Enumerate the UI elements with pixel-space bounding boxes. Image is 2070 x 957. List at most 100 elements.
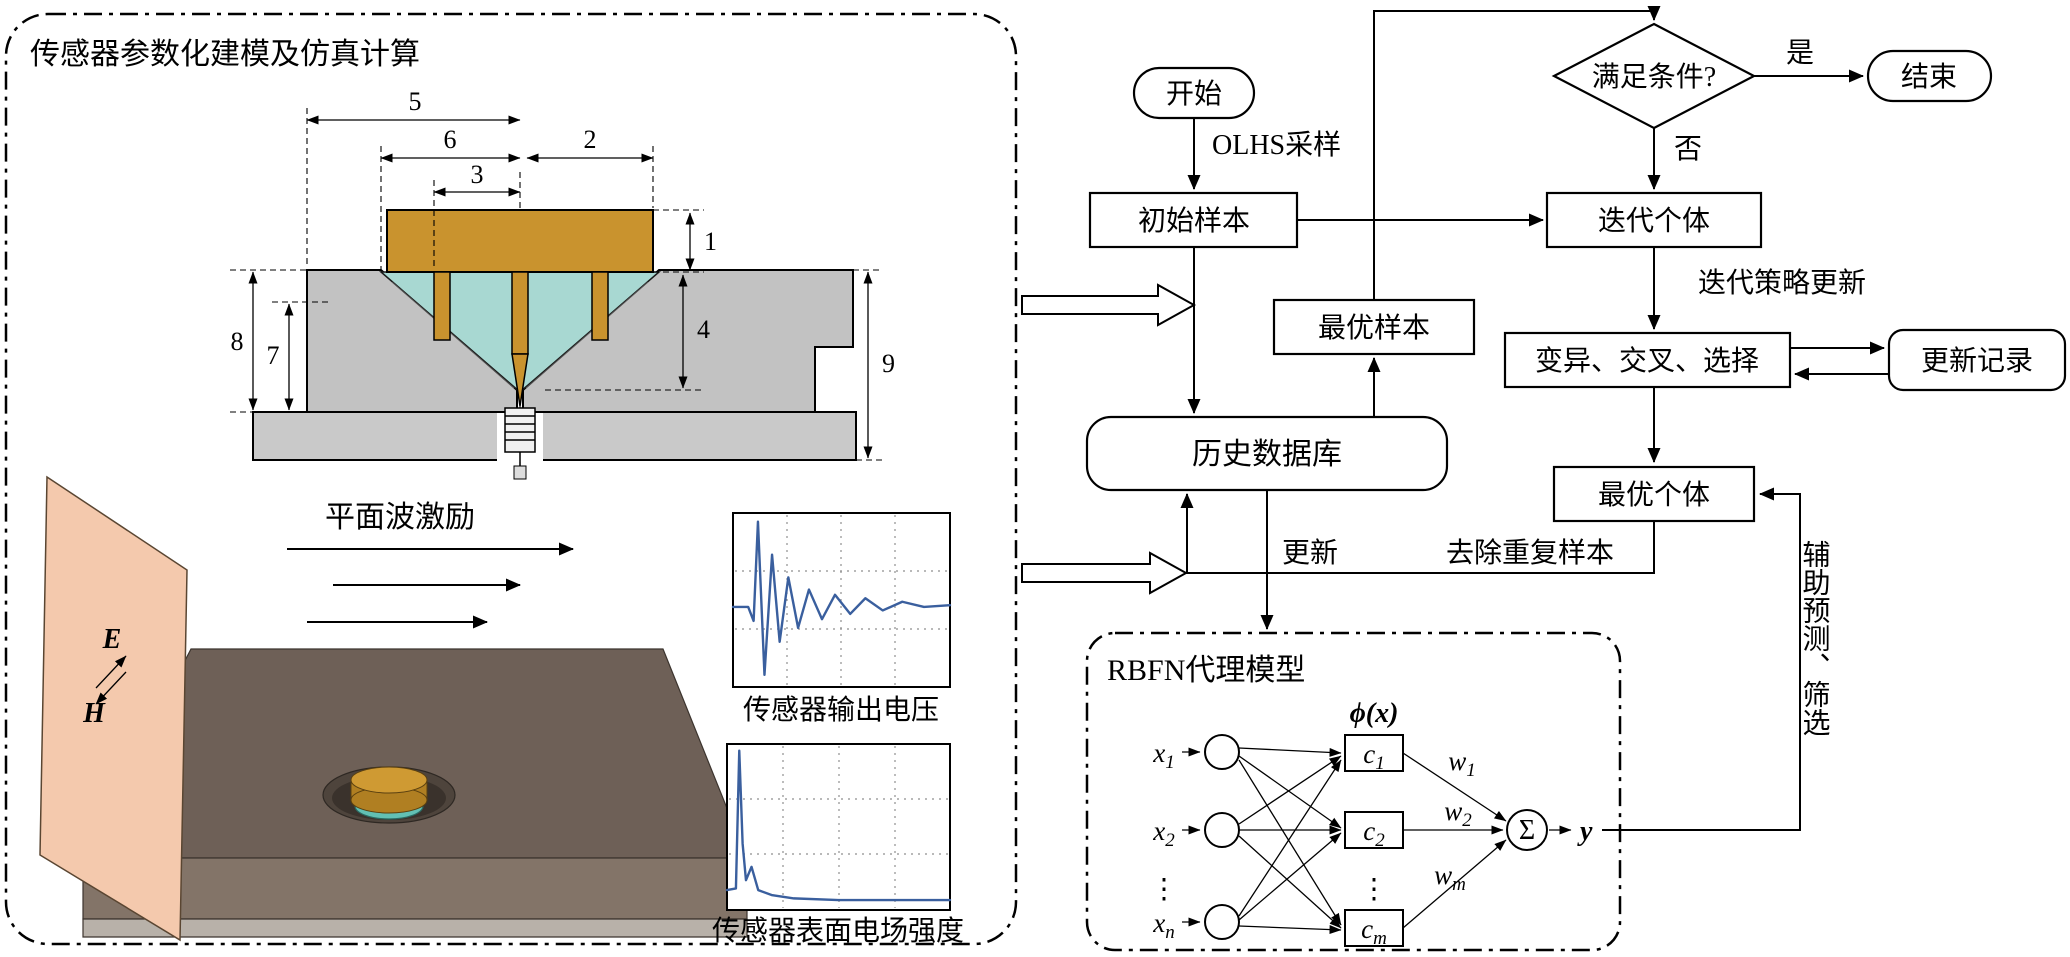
line-rbfn-assist — [1602, 487, 1801, 831]
node-initial-sample-label: 初始样本 — [1138, 205, 1250, 237]
nn-weight-w1: w1 — [1448, 746, 1476, 781]
node-end — [1866, 49, 1993, 103]
nn-input-x2: x2 — [1152, 816, 1175, 851]
label-no: 否 — [1674, 134, 1702, 165]
dim-label-1: 1 — [704, 227, 717, 256]
nn-hidden-c1 — [1344, 734, 1404, 772]
rbfn-title: RBFN代理模型 — [1107, 654, 1305, 687]
nn-sum-label: Σ — [1519, 815, 1535, 846]
line-best-history — [1180, 493, 1655, 574]
node-best-individual-label: 最优个体 — [1598, 479, 1710, 511]
line-bestsample-condition — [1373, 6, 1661, 300]
h-direction-arrow — [95, 671, 127, 705]
sensor-disc-top — [350, 766, 428, 794]
nn-neuron-n — [1204, 904, 1240, 940]
rbfn-box — [1085, 631, 1622, 952]
nn-hidden-sum-connections — [1402, 752, 1507, 929]
node-iter-individual-label: 迭代个体 — [1598, 205, 1710, 237]
plot-output-voltage — [731, 512, 952, 688]
slab-front-face — [82, 857, 748, 920]
nn-hidden-cm-label: cm — [1361, 914, 1387, 949]
node-iter-individual — [1545, 191, 1763, 249]
node-update-record — [1887, 328, 2067, 392]
dim-label-4: 4 — [697, 315, 710, 344]
nn-hidden-c2-label: c2 — [1363, 816, 1385, 851]
nn-output-y: y — [1577, 816, 1593, 847]
node-history-db-label: 历史数据库 — [1192, 438, 1342, 471]
housing-right — [522, 269, 854, 413]
dim-label-8: 8 — [231, 327, 244, 356]
pin-left — [433, 271, 451, 341]
nn-input-hidden-connections — [1238, 747, 1342, 935]
slab-bottom-edge — [82, 918, 748, 938]
node-mutation — [1503, 331, 1792, 389]
nn-neuron-1 — [1204, 734, 1240, 770]
pin-right — [591, 271, 609, 341]
cone-layer-line-left — [391, 281, 515, 389]
node-end-label: 结束 — [1901, 61, 1957, 93]
label-assist: 辅助预测、筛选 — [1799, 540, 1831, 736]
dim-label-3: 3 — [471, 160, 484, 189]
e-field-label: E — [102, 624, 122, 655]
hollow-arrow-bottom — [1021, 551, 1189, 595]
nn-phi-label: ϕ(x) — [1350, 698, 1399, 729]
flow-start — [1132, 66, 1256, 120]
nn-hidden-c1-label: c1 — [1363, 739, 1384, 774]
needle-tip — [511, 353, 529, 407]
node-best-sample-label: 最优样本 — [1318, 312, 1430, 344]
node-update-record-label: 更新记录 — [1921, 345, 2033, 377]
h-field-label: H — [82, 698, 106, 729]
coil — [504, 407, 536, 453]
label-yes: 是 — [1786, 38, 1814, 69]
node-initial-sample — [1088, 191, 1299, 249]
label-iter-strategy: 迭代策略更新 — [1698, 267, 1866, 299]
plot-surface-field — [725, 743, 952, 911]
dim-label-9: 9 — [882, 349, 895, 378]
dimension-lines — [248, 115, 873, 459]
wave-plane — [39, 475, 188, 942]
flow-lines — [1180, 6, 1889, 831]
flow-start-label: 开始 — [1166, 78, 1222, 110]
left-panel-title: 传感器参数化建模及仿真计算 — [30, 38, 420, 71]
node-best-individual — [1552, 465, 1756, 523]
plane-wave-arrows — [287, 542, 574, 629]
label-update: 更新 — [1282, 537, 1338, 569]
sensor-cross-section: 5 6 2 3 1 4 9 8 7 — [230, 87, 895, 480]
nn-hidden-c2 — [1344, 811, 1404, 849]
plot-surface-field-label: 传感器表面电场强度 — [712, 915, 964, 947]
nn-input-dots: ⋮ — [1150, 874, 1178, 905]
sensor-base-plate — [252, 411, 857, 461]
plot-output-voltage-label: 传感器输出电压 — [743, 694, 939, 726]
nn-input-x1: x1 — [1152, 738, 1174, 773]
cone-layer-line-right — [525, 281, 649, 389]
plot1-waveform — [731, 520, 952, 677]
nn-weight-wm: wm — [1434, 860, 1466, 895]
dim-label-6: 6 — [444, 125, 457, 154]
hollow-arrow-top — [1021, 283, 1197, 327]
olhs-label: OLHS采样 — [1212, 129, 1341, 161]
nn-hidden-dots: ⋮ — [1360, 874, 1388, 905]
node-mutation-label: 变异、交叉、选择 — [1535, 345, 1759, 377]
node-history-db — [1085, 415, 1449, 492]
rbfn-network: x1 x2 ⋮ xn ϕ(x) c1 c2 ⋮ — [1150, 698, 1593, 949]
left-panel-border — [4, 12, 1018, 946]
coil-threads — [505, 415, 535, 441]
needle-shaft — [511, 271, 529, 355]
nn-hidden-cm — [1344, 909, 1404, 947]
nn-sum — [1506, 809, 1548, 851]
node-condition-label: 满足条件? — [1592, 61, 1716, 93]
nn-weight-w2: w2 — [1444, 796, 1472, 831]
label-dedup: 去除重复样本 — [1446, 537, 1614, 569]
substrate-slab — [82, 648, 748, 938]
incident-plane: E H — [39, 475, 188, 942]
dim-label-5: 5 — [409, 87, 422, 116]
node-best-sample — [1272, 298, 1476, 356]
stem-tip — [513, 465, 527, 480]
e-direction-arrow — [95, 655, 127, 689]
nn-input-xn: xn — [1152, 908, 1174, 943]
top-plate — [386, 209, 654, 273]
nn-neuron-2 — [1204, 812, 1240, 848]
plot2-grid — [729, 746, 948, 908]
